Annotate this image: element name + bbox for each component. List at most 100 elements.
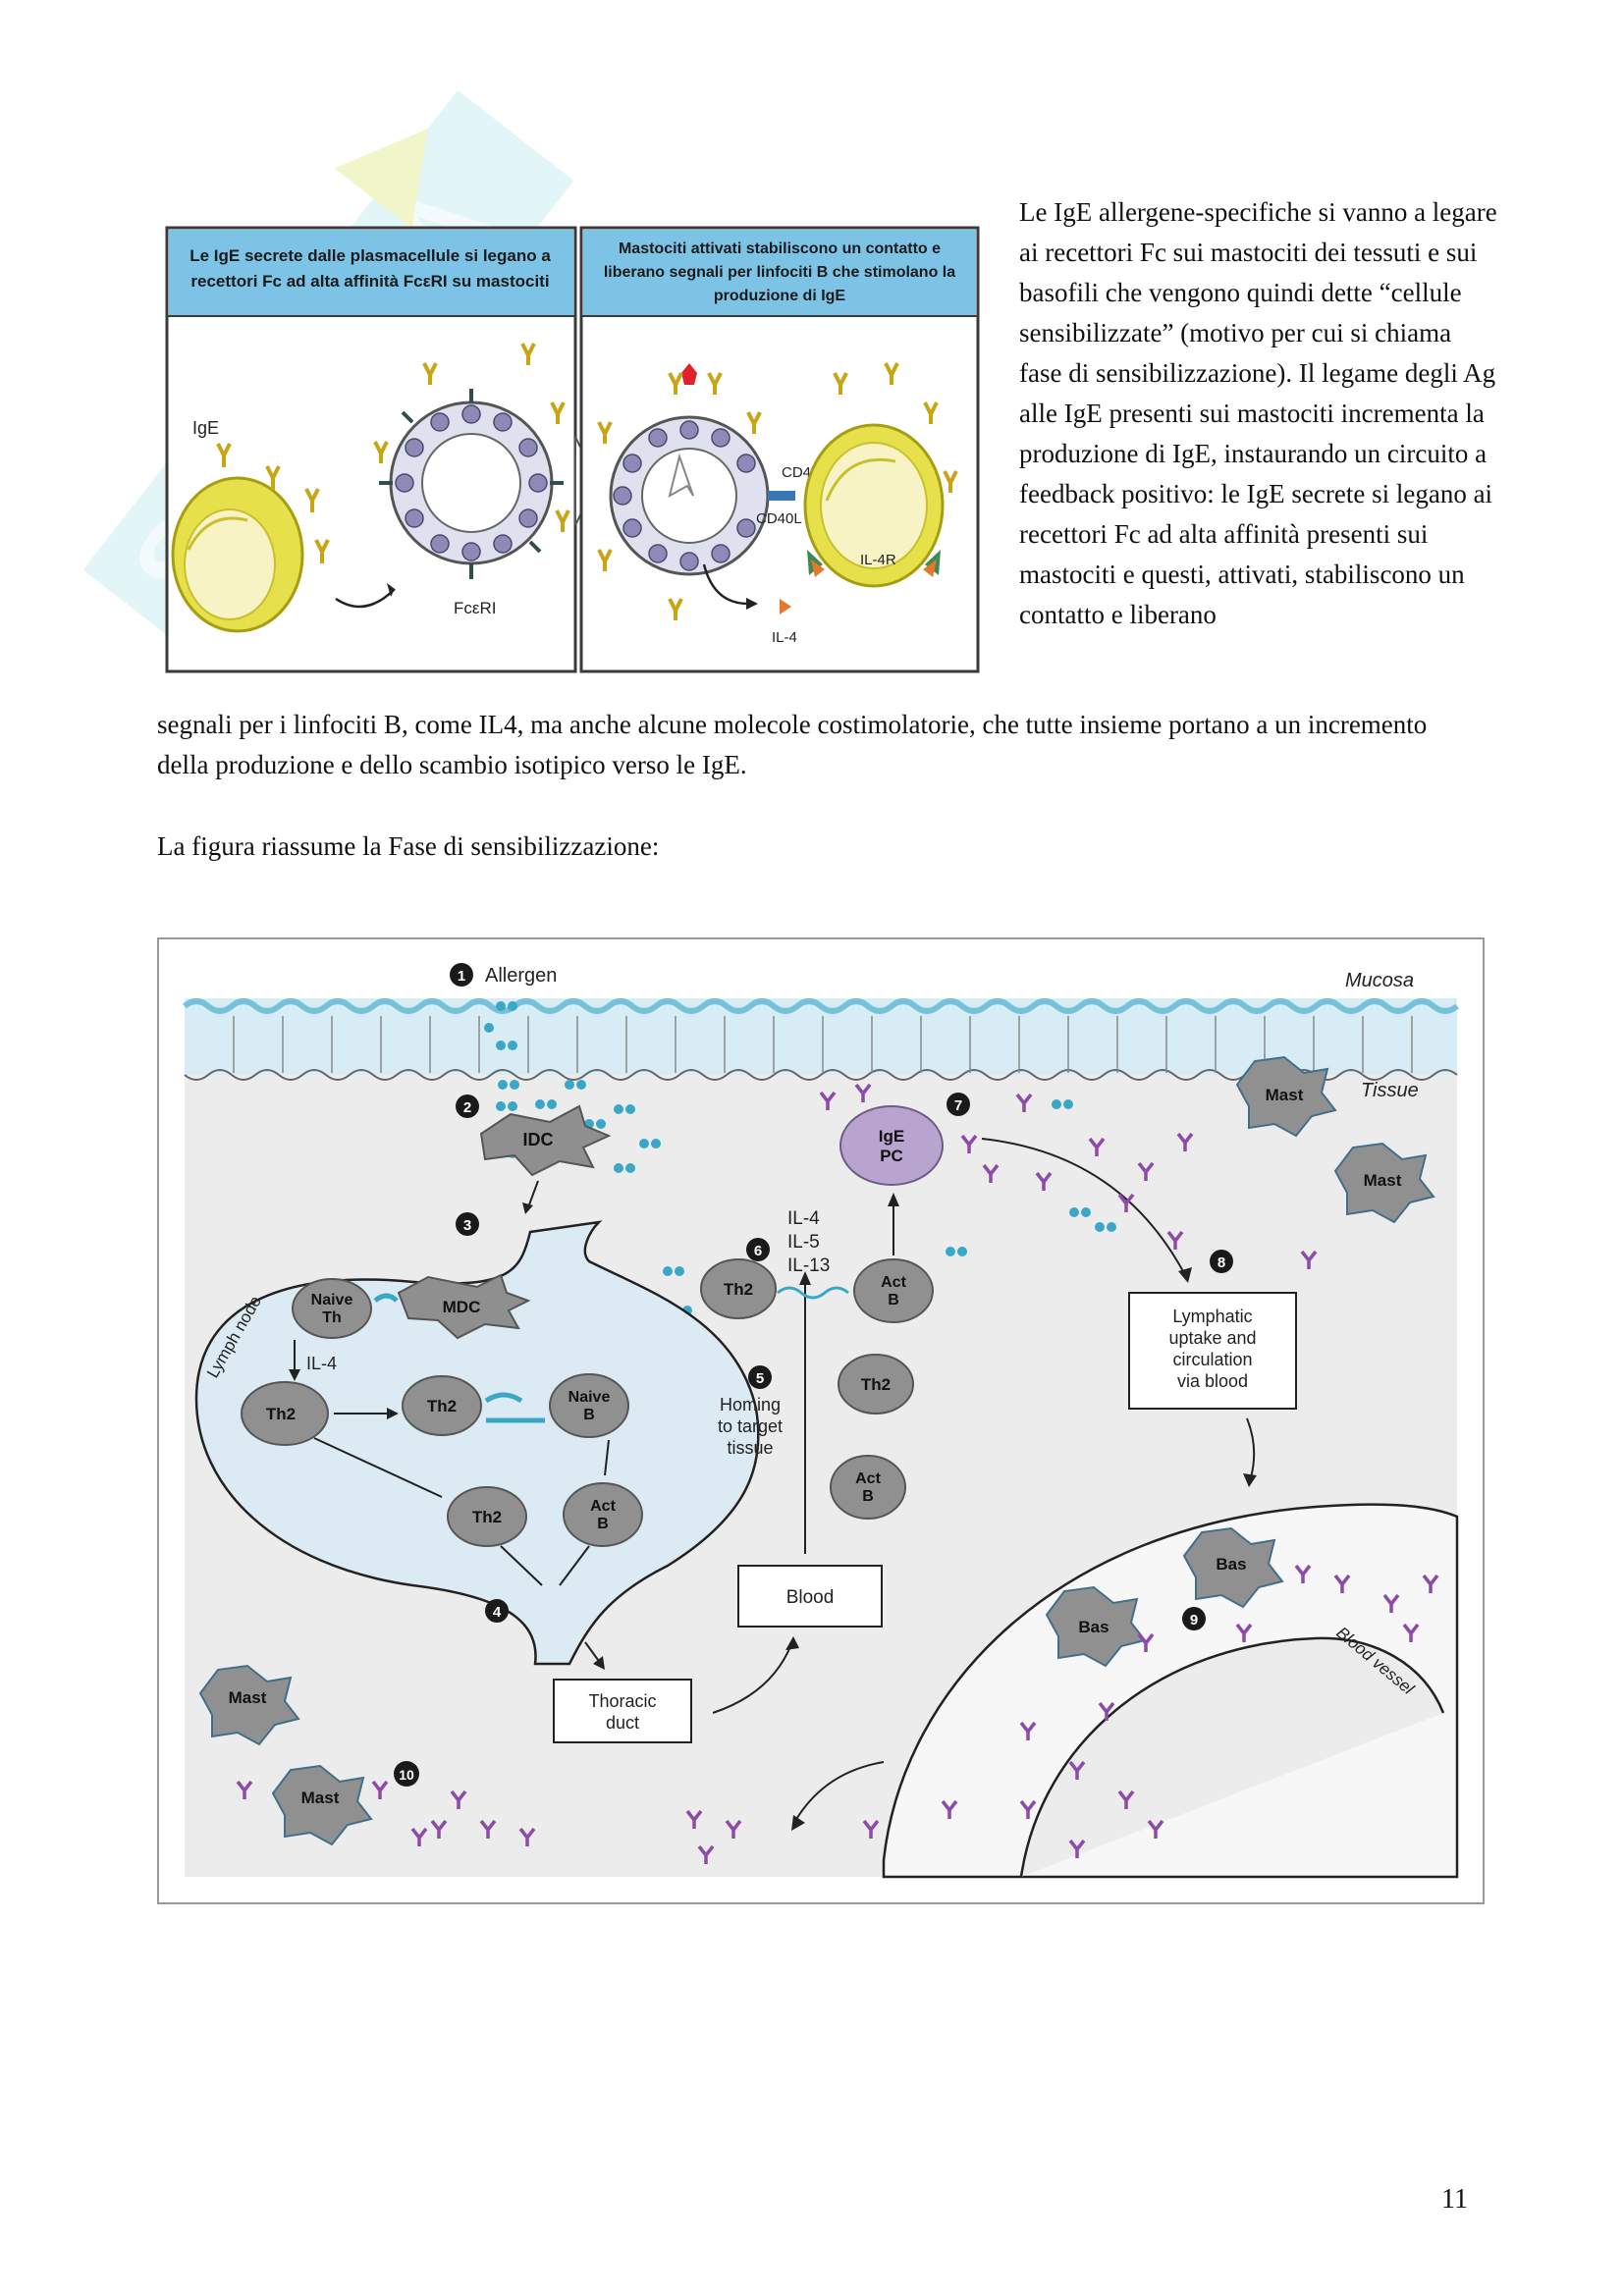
step-8-badge <box>1210 1250 1233 1273</box>
ige-plasma-cell <box>839 1105 944 1186</box>
left-panel: Le IgE secrete dalle plasmacellule si le… <box>165 226 577 673</box>
label-naive-th-1: Naive <box>311 1292 353 1308</box>
label-lymphatic-3: circulation <box>1172 1350 1252 1369</box>
plasma-cell <box>171 476 304 633</box>
label-idc: IDC <box>523 1130 554 1149</box>
label-il4r: IL-4R <box>860 552 896 568</box>
label-act-b-node-1: Act <box>590 1498 616 1515</box>
label-cd40l: CD40L <box>756 510 802 527</box>
label-bas-1: Bas <box>1216 1555 1246 1574</box>
mast-cell-1 <box>1235 1055 1337 1138</box>
label-fceri: FcεRI <box>454 599 496 617</box>
label-mdc: MDC <box>443 1298 481 1316</box>
label-th2-tissue: Th2 <box>724 1280 753 1299</box>
blood-box <box>737 1565 883 1628</box>
th2-cell-node-bottom <box>447 1486 527 1547</box>
step-7-badge <box>947 1093 970 1116</box>
paragraph-full-width: segnali per i linfociti B, come IL4, ma … <box>157 710 1428 779</box>
paragraph-right: Le IgE allergene-specifiche si vanno a l… <box>1019 197 1497 629</box>
step-10-number: 10 <box>399 1767 414 1783</box>
label-mast-3: Mast <box>229 1688 267 1707</box>
label-il4-node: IL-4 <box>306 1354 337 1373</box>
label-cytokine-il5: IL-5 <box>787 1232 820 1253</box>
label-th2-homing: Th2 <box>861 1375 891 1394</box>
b-cell <box>803 362 958 588</box>
figure-ige-mast-cell-panels: Le IgE secrete dalle plasmacellule si le… <box>165 226 980 673</box>
label-cytokine-il13: IL-13 <box>787 1255 830 1276</box>
th2-cell-node-center <box>402 1375 482 1436</box>
label-thoracic-duct-1: Thoracic <box>588 1691 656 1711</box>
mast-cell-4 <box>271 1764 373 1846</box>
th2-cell-tissue <box>700 1258 777 1319</box>
ige-antibodies-left <box>216 443 330 563</box>
step-3-number: 3 <box>463 1217 471 1234</box>
label-cytokine-il4: IL-4 <box>787 1208 820 1229</box>
label-lymphatic-2: uptake and <box>1168 1328 1256 1348</box>
label-mast-1: Mast <box>1266 1086 1304 1104</box>
step-1-number: 1 <box>458 968 465 985</box>
act-b-cell-node <box>563 1482 643 1547</box>
act-b-cell-homing <box>830 1455 906 1520</box>
label-mucosa: Mucosa <box>1345 970 1414 991</box>
label-ige-pc-1: IgE <box>879 1127 904 1146</box>
label-bas-2: Bas <box>1078 1618 1109 1636</box>
label-naive-th-2: Th <box>322 1309 342 1326</box>
right-panel-title-line-2: liberano segnali per linfociti B che sti… <box>604 264 955 281</box>
th2-cell-node-left <box>241 1381 329 1446</box>
th2-cell-homing <box>838 1354 914 1415</box>
step-2-badge <box>456 1095 479 1118</box>
step-6-badge <box>746 1238 770 1261</box>
step-3-badge <box>456 1212 479 1236</box>
step-9-number: 9 <box>1190 1612 1198 1629</box>
step-5-badge <box>748 1365 772 1389</box>
label-act-b-homing-1: Act <box>855 1470 881 1487</box>
left-panel-title-line-2: recettori Fc ad alta affinità FcεRI su m… <box>190 272 549 291</box>
mast-cell-3 <box>198 1664 300 1746</box>
label-act-b-tissue-1: Act <box>881 1274 906 1291</box>
label-mast-2: Mast <box>1364 1171 1402 1190</box>
label-lymphatic-1: Lymphatic <box>1172 1307 1252 1326</box>
mdc-cell <box>397 1273 531 1340</box>
label-tissue: Tissue <box>1361 1080 1419 1101</box>
right-panel-title-line-3: produzione di IgE <box>714 288 846 304</box>
label-homing-2: to target <box>718 1416 783 1436</box>
mucosa-epithelium <box>183 998 1459 1081</box>
right-panel-title-line-1: Mastociti attivati stabiliscono un conta… <box>619 240 941 257</box>
left-panel-title-line-1: Le IgE secrete dalle plasmacellule si le… <box>189 246 551 265</box>
label-act-b-homing-2: B <box>862 1488 874 1505</box>
mast-cell-activated <box>597 363 795 620</box>
right-panel: Mastociti attivati stabiliscono un conta… <box>579 226 980 673</box>
lymphatic-uptake-box <box>1128 1292 1297 1410</box>
step-7-number: 7 <box>954 1097 962 1114</box>
figure-caption: La figura riassume la Fase di sensibiliz… <box>157 831 660 861</box>
label-lymphatic-4: via blood <box>1177 1371 1248 1391</box>
step-9-badge <box>1182 1607 1206 1630</box>
mast-cell-2 <box>1333 1142 1435 1224</box>
label-homing-1: Homing <box>720 1395 781 1415</box>
page-number: 11 <box>1441 2184 1468 2215</box>
idc-cell <box>479 1104 612 1177</box>
label-th2-node-center: Th2 <box>427 1397 457 1415</box>
label-homing-3: tissue <box>727 1438 773 1458</box>
label-il4: IL-4 <box>772 629 797 646</box>
arrow-to-mast-cell <box>335 588 396 609</box>
step-1-badge <box>450 963 473 987</box>
step-2-number: 2 <box>463 1099 471 1116</box>
ige-antibodies-purple <box>236 1083 1439 1864</box>
step-4-number: 4 <box>493 1604 502 1621</box>
blood-vessel-inner <box>1019 1636 1445 1878</box>
label-ige: IgE <box>192 418 219 438</box>
label-th2-node-bottom: Th2 <box>472 1508 502 1526</box>
label-th2-node-left: Th2 <box>266 1405 296 1423</box>
step-4-badge <box>485 1599 509 1623</box>
label-thoracic-duct-2: duct <box>606 1713 639 1733</box>
step-10-badge <box>394 1761 419 1787</box>
label-naive-b-1: Naive <box>568 1389 611 1406</box>
figure-sensitization-phase: Mucosa Tissue 1 Allergen 2 IDC 3 Lymph n… <box>157 937 1485 1904</box>
naive-b-cell <box>549 1373 629 1438</box>
label-blood: Blood <box>786 1587 835 1608</box>
label-ige-pc-2: PC <box>880 1147 903 1165</box>
thoracic-duct-box <box>553 1679 692 1743</box>
label-act-b-tissue-2: B <box>888 1292 899 1308</box>
label-mast-4: Mast <box>301 1789 340 1807</box>
